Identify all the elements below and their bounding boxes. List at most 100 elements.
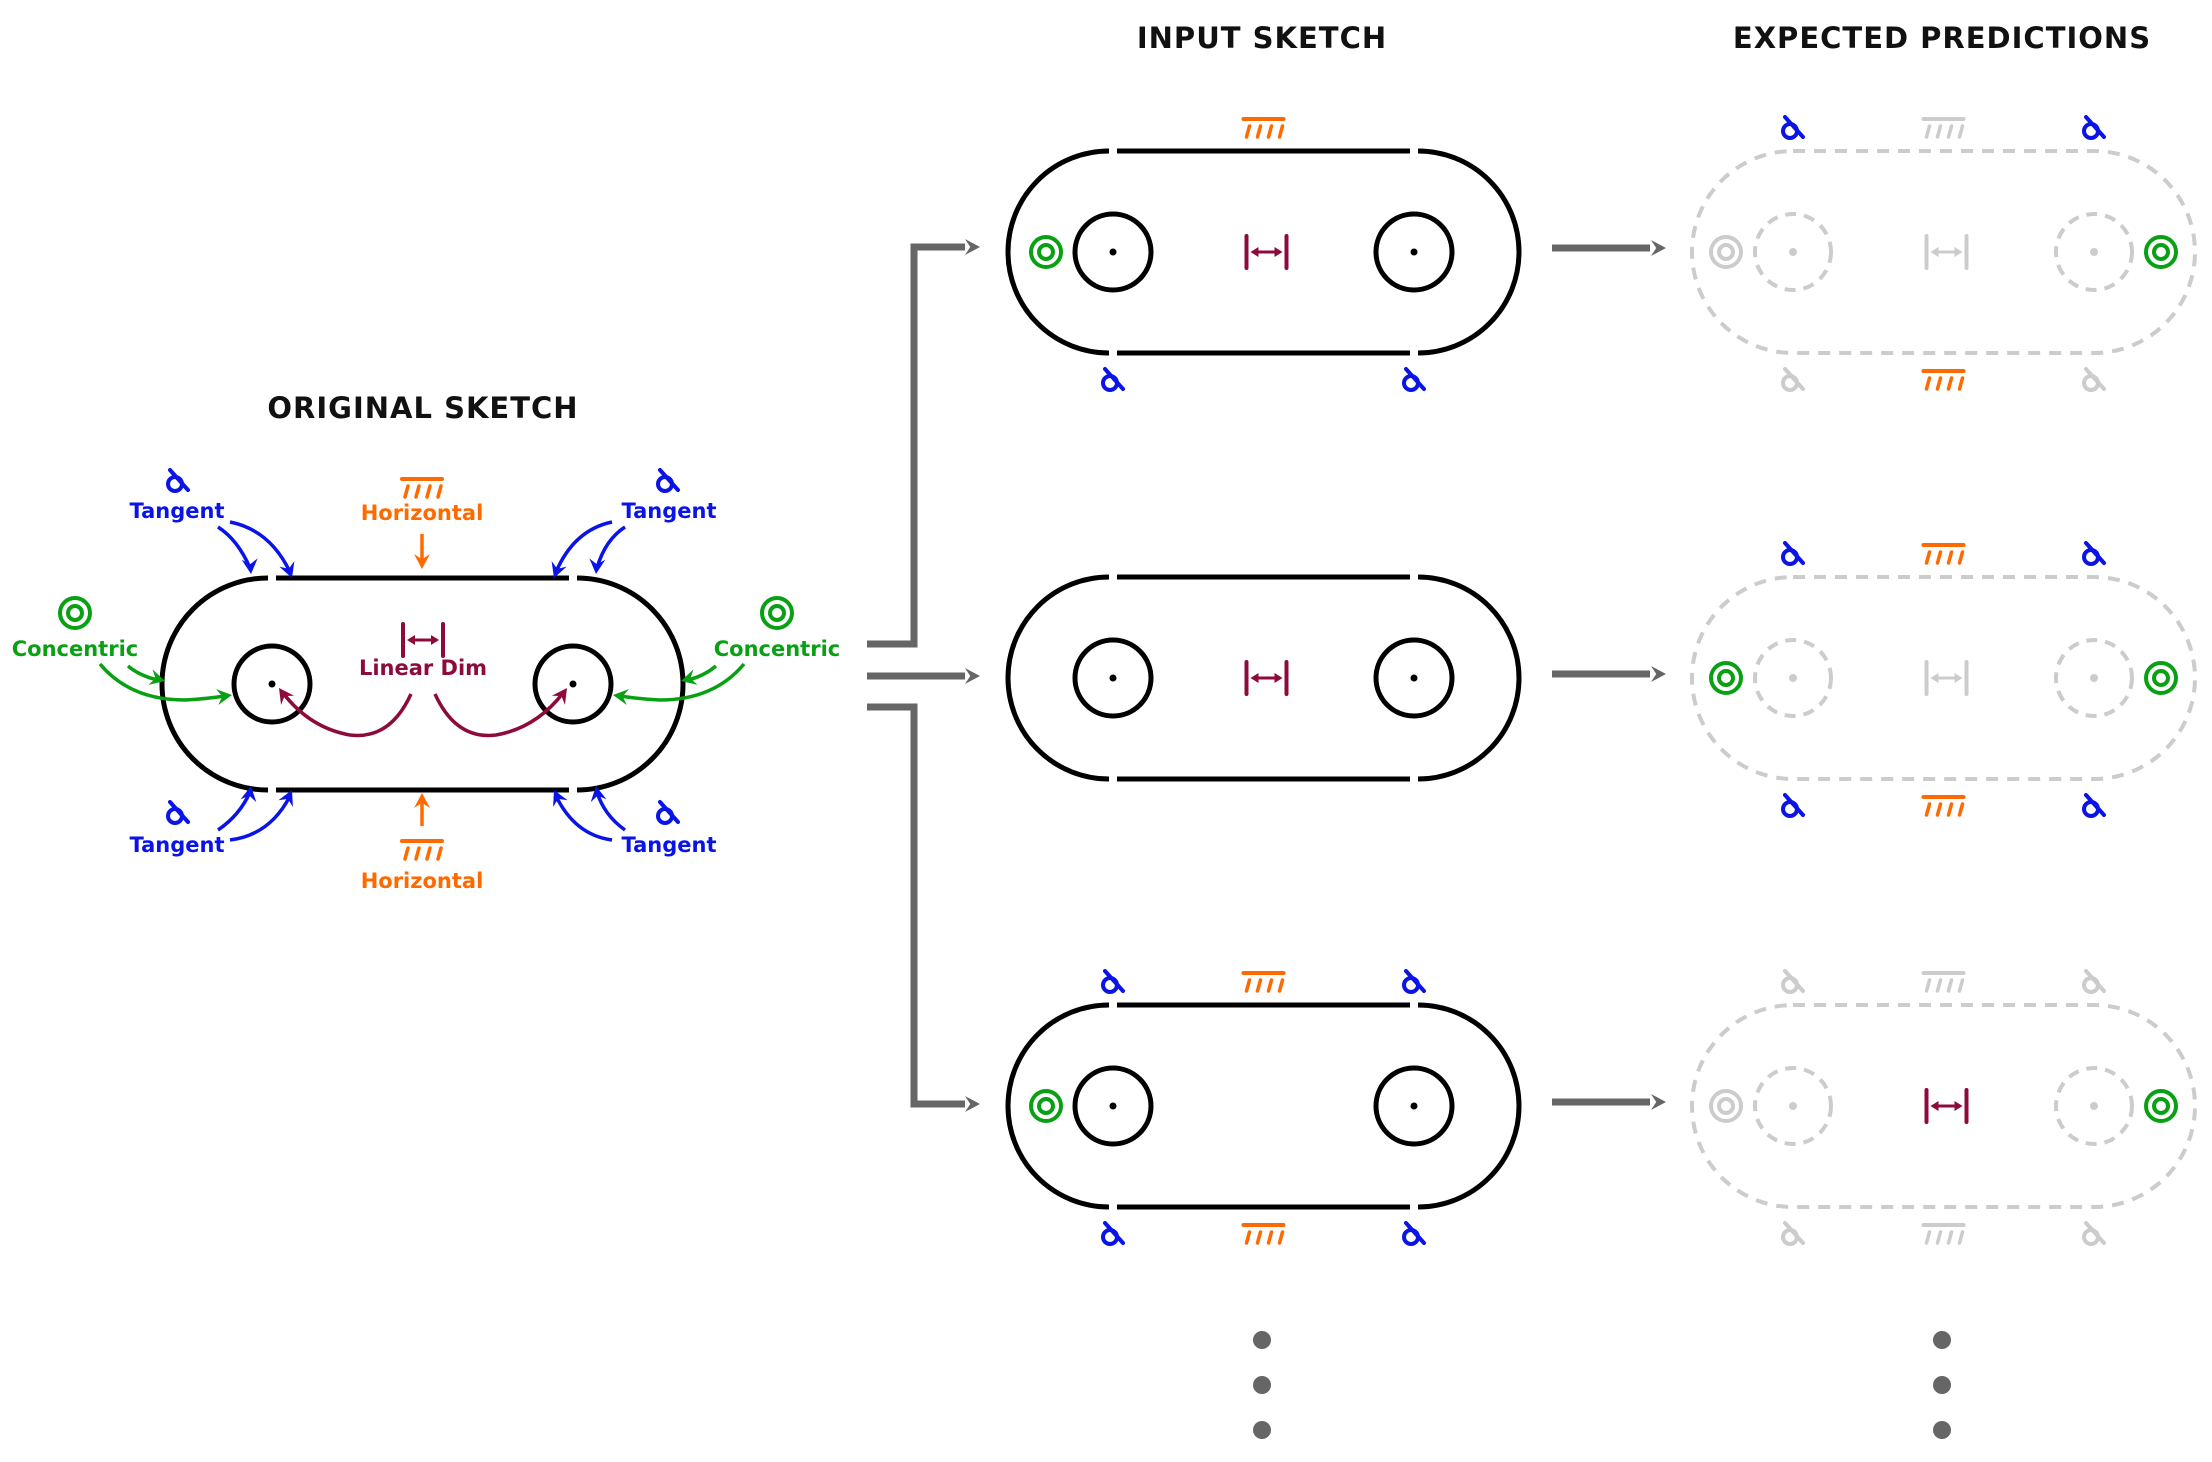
tangent-icon-line: [2084, 1221, 2106, 1245]
pointer-arrow-head: [279, 561, 295, 578]
concentric-icon-outer: [1709, 1089, 1743, 1123]
hole-center-point: [2090, 674, 2098, 682]
ellipsis-dot: [1933, 1376, 1951, 1394]
branch-arrow-bottom-head: [965, 1096, 980, 1112]
tangent-icon: [1402, 1221, 1426, 1246]
hole-center-point: [268, 680, 276, 688]
prediction-arrow-head: [1651, 666, 1666, 682]
input-sketch: [1005, 574, 1522, 782]
tangent-arrow-bl-1: [217, 786, 257, 832]
hole-circle: [2054, 1066, 2134, 1146]
horizontal-icon: [1921, 1223, 1966, 1245]
tangent-icon-line: [168, 800, 190, 824]
tangent-label-bottom-right: Tangent: [621, 833, 716, 857]
horizontal-icon-hatch: [1244, 978, 1285, 993]
tangent-icon: [1781, 969, 1805, 994]
tangent-arrow-tr-1: [551, 520, 613, 578]
slot-profile: [159, 575, 686, 793]
input-sketch: [1005, 969, 1522, 1246]
tangent-icon: [1402, 367, 1426, 392]
tangent-icon-line: [1404, 1221, 1426, 1245]
pointer-arrow-head: [590, 786, 607, 803]
concentric-icon-inner: [1717, 1097, 1735, 1115]
hole-outline: [1373, 637, 1455, 719]
horizontal-icon-hatch: [1244, 1230, 1285, 1245]
input-sketch: [1005, 117, 1522, 392]
horizontal-icon: [400, 477, 444, 499]
slot-left-arc: [159, 575, 269, 793]
branch-arrow-middle-head: [965, 668, 980, 684]
tangent-icon-line: [1404, 969, 1426, 993]
tangent-icon: [1101, 1221, 1125, 1246]
horizontal-icon-hatch: [1924, 978, 1965, 993]
hole-outline: [1373, 1065, 1455, 1147]
slot-profile: [1690, 1003, 2197, 1209]
tangent-arrow-br-1: [553, 790, 613, 842]
hole-outline: [532, 643, 614, 725]
slot-profile: [1690, 575, 2197, 781]
concentric-icon: [2144, 235, 2178, 269]
tangent-icon: [2082, 793, 2106, 818]
pointer-arrow-head: [551, 688, 567, 705]
hole-center-point: [2090, 1102, 2098, 1110]
tangent-icon-line: [1783, 367, 1805, 391]
slot-profile: [1690, 149, 2197, 355]
linear-dim-icon-bars: [1924, 1088, 1969, 1124]
hole-circle: [1072, 1065, 1154, 1147]
concentric-icon-inner: [66, 604, 84, 622]
hole-outline: [1753, 1066, 1833, 1146]
tangent-icon: [2082, 969, 2106, 994]
hole-outline: [1753, 212, 1833, 292]
linear-dim-icon-bars: [1924, 234, 1969, 270]
concentric-arrow-left-1: [126, 664, 165, 685]
concentric-icon-outer: [2144, 1089, 2178, 1123]
slot-profile: [1005, 574, 1522, 782]
pointer-arrow-head: [551, 561, 567, 578]
horizontal-icon: [400, 839, 444, 861]
linear-dim-arrow-left: [279, 688, 413, 738]
hole-circle: [1753, 1066, 1833, 1146]
concentric-icon-inner: [2152, 243, 2170, 261]
ellipsis-dot: [1253, 1376, 1271, 1394]
pointer-arrow-curve: [217, 791, 252, 832]
ellipsis-dot: [1933, 1421, 1951, 1439]
slot-left-arc: [1005, 574, 1110, 782]
concentric-icon-inner: [1717, 243, 1735, 261]
concentric-icon: [58, 596, 92, 630]
horizontal-icon-hatch: [403, 484, 443, 499]
ellipsis-dot: [1253, 1421, 1271, 1439]
ellipsis-dot: [1933, 1331, 1951, 1349]
hole-center-point: [1109, 674, 1117, 682]
horizontal-label-bottom: Horizontal: [361, 869, 484, 893]
concentric-icon-outer: [760, 596, 794, 630]
linear-dim-icon: [401, 622, 445, 658]
branch-arrows: [867, 239, 980, 1112]
hole-outline: [231, 643, 313, 725]
horizontal-icon: [1921, 543, 1966, 565]
tangent-icon: [656, 800, 680, 825]
branch-arrow-bottom: [867, 703, 965, 1108]
tangent-icon: [166, 800, 190, 825]
tangent-icon-line: [1103, 367, 1125, 391]
hole-outline: [1072, 637, 1154, 719]
tangent-icon-line: [658, 800, 680, 824]
horizontal-arrow-top: [414, 534, 430, 569]
concentric-label-left: Concentric: [12, 637, 138, 661]
ellipsis-dot: [1253, 1331, 1271, 1349]
pointer-arrow-head: [589, 558, 606, 574]
tangent-icon: [1781, 115, 1805, 140]
horizontal-arrow-bottom: [414, 793, 430, 826]
linear-dim-icon-heads: [1250, 247, 1283, 257]
pointer-arrow-head: [613, 689, 629, 706]
concentric-icon: [760, 596, 794, 630]
hole-center-point: [1789, 248, 1797, 256]
slot-right-arc: [1417, 1002, 1522, 1210]
tangent-icon: [1781, 793, 1805, 818]
prediction-arrow: [1552, 666, 1666, 682]
concentric-icon-outer: [1029, 235, 1063, 269]
tangent-label-top-right: Tangent: [621, 499, 716, 523]
pointer-arrow-curve: [229, 520, 292, 573]
pointer-arrow-curve: [229, 795, 292, 842]
tangent-icon: [1101, 969, 1125, 994]
